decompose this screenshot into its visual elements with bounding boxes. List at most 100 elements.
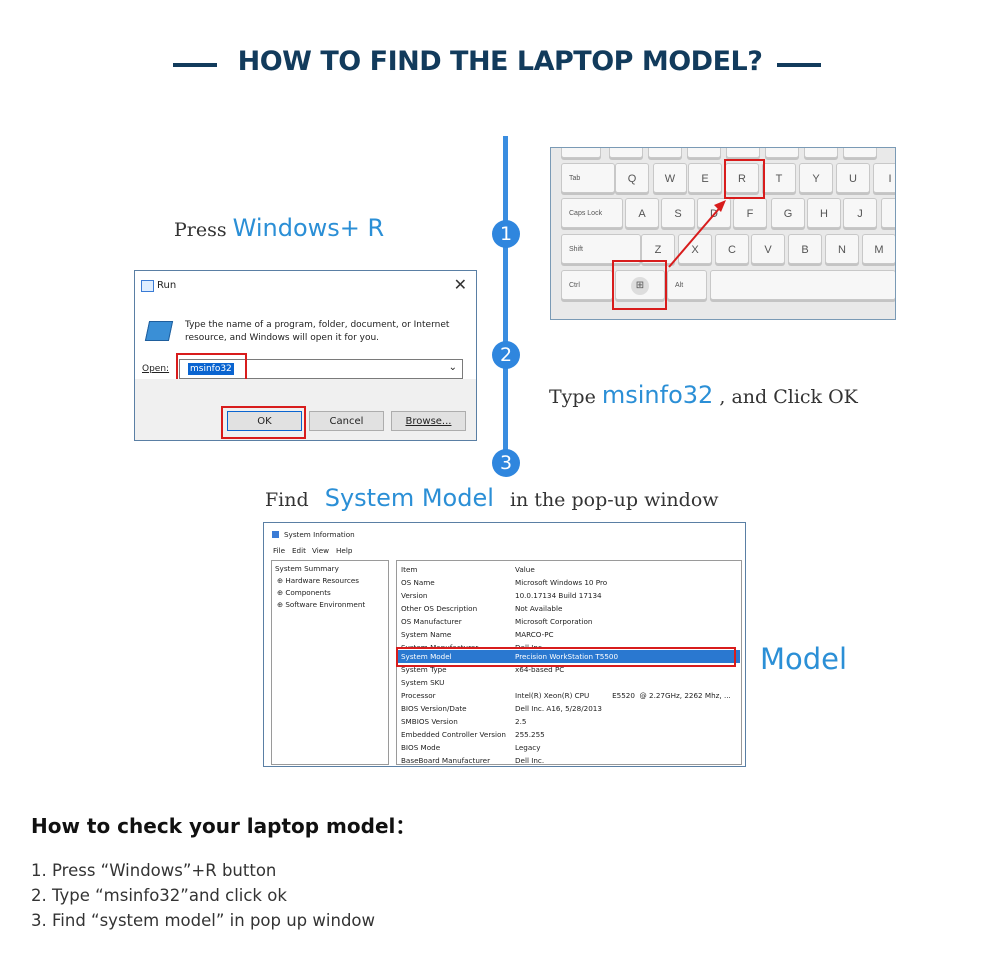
instruction-step: 2. Type “msinfo32”and click ok [31,886,287,905]
close-icon[interactable]: ✕ [453,275,467,294]
highlight-r-key [724,159,765,199]
key-spacebar [710,270,895,300]
timeline-line [503,246,508,342]
tree-item-system-summary[interactable]: System Summary [275,564,339,573]
open-label: Open: [142,364,170,374]
key-n: N [825,234,859,264]
key-y: Y [799,163,833,193]
run-program-icon [144,321,174,341]
row-value: Dell Inc. [515,756,545,765]
expand-icon[interactable]: ⊕ [277,600,284,609]
menu-edit[interactable]: Edit [292,546,306,555]
tree-item-components[interactable]: ⊕ Components [277,588,331,597]
row-value: Microsoft Windows 10 Pro [515,578,608,587]
row-value: Dell Inc. A16, 5/28/2013 [515,704,602,713]
column-header-value[interactable]: Value [515,565,535,574]
cancel-button[interactable]: Cancel [309,411,384,431]
step-3-badge: 3 [492,449,520,477]
key-f: F [733,198,767,228]
key-e: E [688,163,722,193]
table-row[interactable]: System SKU [398,676,740,689]
row-item: SMBIOS Version [401,717,458,726]
row-item: OS Name [401,578,435,587]
key [609,148,643,158]
key-tab: Tab [561,163,615,193]
ok-button[interactable]: OK [227,411,302,431]
key-v: V [751,234,785,264]
key-b: B [788,234,822,264]
tree-item-hardware-resources[interactable]: ⊕ Hardware Resources [277,576,359,585]
header-right-rule [777,63,821,67]
row-value: Intel(R) Xeon(R) CPU E5520 @ 2.27GHz, 22… [515,691,731,700]
highlight-windows-key [612,260,667,310]
page-title: HOW TO FIND THE LAPTOP MODEL? [237,46,763,77]
key [804,148,838,158]
open-input-value[interactable]: msinfo32 [188,363,234,375]
key-j: J [843,198,877,228]
header-left-rule [173,63,217,67]
table-row[interactable]: SMBIOS Version 2.5 [398,715,740,728]
row-value: Microsoft Corporation [515,617,593,626]
keyboard-image: Tab Q W E R T Y U I Caps Lock A S D F G … [550,147,896,320]
tree-item-label: Software Environment [285,600,366,609]
row-value: 2.5 [515,717,527,726]
browse-button[interactable]: Browse... [391,411,466,431]
table-header: Item Value [398,563,740,576]
row-item: Version [401,591,428,600]
tree-item-software-environment[interactable]: ⊕ Software Environment [277,600,365,609]
step-2-caption: Type msinfo32 , and Click OK [549,381,858,409]
row-item: BIOS Version/Date [401,704,467,713]
column-header-item[interactable]: Item [401,565,418,574]
key-t: T [762,163,796,193]
menu-help[interactable]: Help [336,546,353,555]
key [561,148,601,158]
expand-icon[interactable]: ⊕ [277,576,284,585]
caption-highlight: Windows+ R [232,214,385,242]
timeline-line [503,136,508,232]
caption-text: Find [265,489,309,511]
row-item: BIOS Mode [401,743,441,752]
expand-icon[interactable]: ⊕ [277,588,284,597]
table-row[interactable]: Processor Intel(R) Xeon(R) CPU E5520 @ 2.… [398,689,740,702]
menu-file[interactable]: File [273,546,286,555]
key-h: H [807,198,841,228]
row-value: Not Available [515,604,563,613]
key-windows: ⊞ [615,270,665,300]
table-row[interactable]: BIOS Version/Date Dell Inc. A16, 5/28/201… [398,702,740,715]
highlight-ok-button [221,406,306,439]
key-shift: Shift [561,234,641,264]
menu-view[interactable]: View [312,546,330,555]
sysinfo-app-icon [272,531,279,538]
row-value: Dell Inc. [515,643,545,649]
chevron-down-icon[interactable]: ⌄ [448,362,457,373]
caption-text: Type [549,386,596,408]
key-s: S [661,198,695,228]
highlight-system-model-row [396,647,736,667]
key-q: Q [615,163,649,193]
key [726,148,760,158]
key-g: G [771,198,805,228]
summary-table: Item Value OS Name Microsoft Windows 10 P… [396,560,742,765]
row-value: x64-based PC [515,665,565,674]
tree-item-label: Hardware Resources [285,576,360,585]
row-item: Processor [401,691,436,700]
caption-highlight: System Model [324,484,494,512]
step-1-badge: 1 [492,220,520,248]
instruction-step: 3. Find “system model” in pop up window [31,911,376,930]
open-combobox[interactable]: msinfo32 ⌄ [179,359,463,379]
key-w: W [653,163,687,193]
step-1-caption: Press Windows+ R [174,214,384,242]
table-row[interactable]: OS Name Microsoft Windows 10 Pro [398,576,740,589]
key-alt: Alt [667,270,707,300]
key-ctrl: Ctrl [561,270,613,300]
